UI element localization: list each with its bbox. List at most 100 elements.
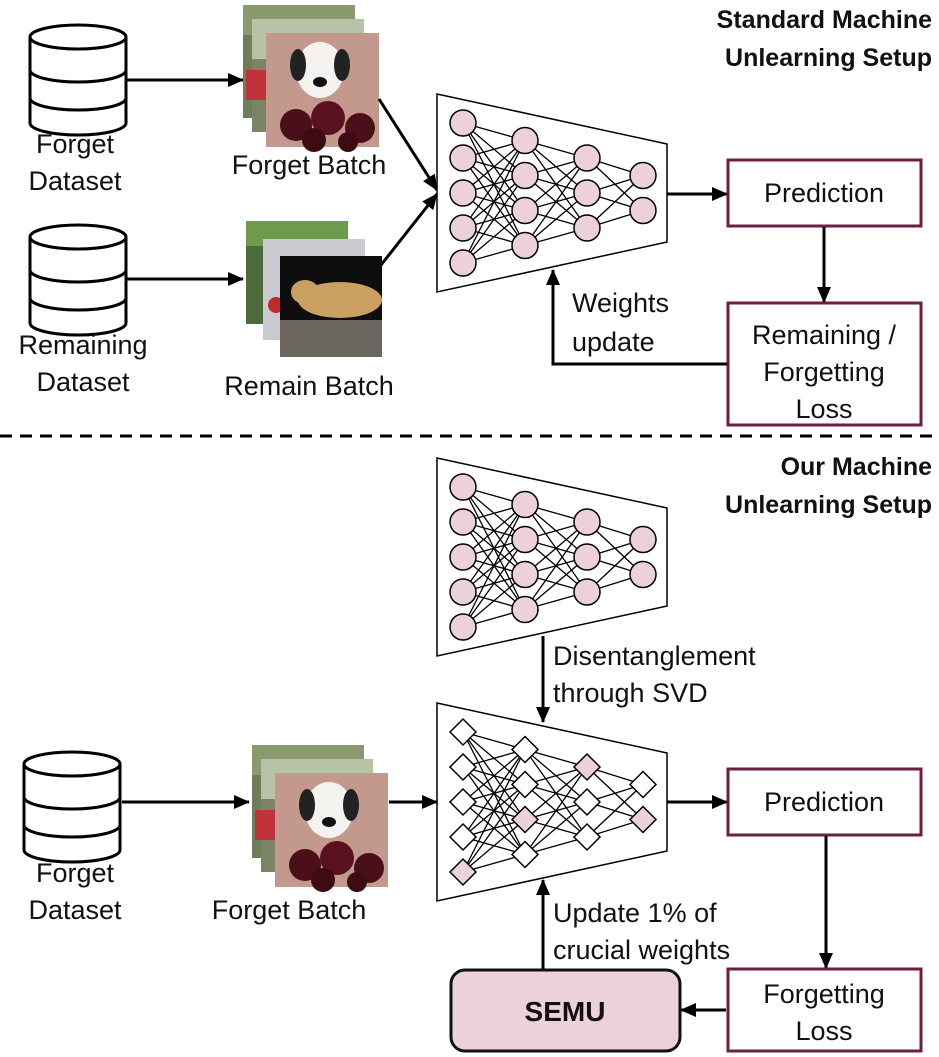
neuron (511, 560, 539, 589)
svd-neuron (510, 770, 540, 799)
svd-neuron (448, 717, 478, 747)
forget-dataset-label-line1: Forget (36, 129, 115, 159)
svd-neuron (510, 840, 540, 869)
neuron (629, 525, 657, 554)
remaining-dataset-label-line2: Dataset (36, 367, 130, 397)
prediction-box (726, 158, 923, 228)
neuron (511, 525, 539, 554)
neuron (511, 161, 539, 190)
neuron (573, 144, 601, 172)
loss-label-line1: Remaining / (752, 320, 897, 350)
standard-setup-section: Standard Machine Unlearning Setup Forget… (18, 5, 932, 427)
neuron (449, 214, 477, 242)
forgetting-loss-box (726, 967, 923, 1053)
loss-box (726, 301, 923, 427)
network-edge (462, 140, 526, 264)
weights-update-label-line1: Weights (572, 288, 669, 318)
neuron (629, 161, 657, 190)
svd-neuron (628, 770, 658, 799)
network-edge (524, 157, 588, 246)
remaining-dataset-icon (28, 223, 128, 337)
forget-dataset-bottom-label-line2: Dataset (28, 895, 122, 925)
remaining-dataset-label-line1: Remaining (18, 330, 147, 360)
neural-network-top (436, 93, 668, 293)
prediction-bottom-label: Prediction (764, 787, 884, 817)
weights-update-arrow (546, 269, 727, 366)
network-edge (462, 784, 526, 873)
forget-batch-bottom-label: Forget Batch (212, 895, 367, 925)
neuron (573, 214, 601, 242)
forget-dataset-icon (28, 23, 128, 137)
forget-batch-images (243, 5, 379, 152)
neuron (449, 249, 477, 277)
svd-label-line1: Disentanglement (553, 641, 756, 671)
neuron (449, 473, 477, 501)
network-edge (462, 539, 526, 628)
remain-batch-label: Remain Batch (224, 371, 394, 401)
our-setup-section: Our Machine Unlearning Setup Disentangle… (22, 453, 933, 1053)
svd-neuron (572, 752, 602, 782)
network-edge (524, 801, 588, 855)
forgetting-loss-label-line1: Forgetting (763, 979, 885, 1009)
forget-batch-images-bottom (252, 745, 388, 892)
network-edge (524, 766, 588, 855)
network-edge (462, 749, 526, 873)
neuron (449, 144, 477, 172)
neuron (573, 508, 601, 536)
our-setup-title-line2: Unlearning Setup (725, 491, 932, 519)
update-label-line1: Update 1% of (553, 898, 717, 928)
neuron (573, 543, 601, 571)
svd-neuron (448, 822, 478, 852)
neuron (511, 490, 539, 519)
weights-update-label-line2: update (572, 327, 655, 357)
remain-batch-arrow (379, 193, 439, 266)
remain-batch-images (246, 221, 382, 357)
network-edge (462, 749, 526, 838)
network-trapezoid (436, 93, 668, 293)
svd-label-line2: through SVD (553, 678, 708, 708)
neuron (511, 126, 539, 155)
neuron (511, 595, 539, 624)
svd-neuron (510, 805, 540, 834)
neuron (449, 508, 477, 536)
network-edge (462, 504, 526, 593)
svd-neuron (448, 857, 478, 887)
update-label-line2: crucial weights (553, 935, 730, 965)
svd-neuron (572, 822, 602, 852)
svd-neuron (572, 787, 602, 817)
neural-network-svd (436, 702, 668, 902)
neuron (511, 231, 539, 260)
forget-dataset-label-line2: Dataset (28, 166, 122, 196)
forget-batch-label: Forget Batch (232, 150, 387, 180)
standard-setup-title-line2: Unlearning Setup (725, 44, 932, 72)
network-edge (462, 140, 526, 229)
neuron (449, 543, 477, 571)
network-edge (462, 749, 526, 803)
network-trapezoid (436, 457, 668, 657)
prediction-label: Prediction (764, 178, 884, 208)
neuron (511, 196, 539, 225)
network-edge (462, 819, 526, 873)
svd-neuron (628, 805, 658, 834)
our-setup-title-line1: Our Machine (781, 453, 933, 481)
svd-neuron (448, 752, 478, 782)
prediction-box-bottom (726, 767, 923, 837)
network-trapezoid (436, 702, 668, 902)
loss-label-line3: Loss (795, 394, 852, 424)
neuron (449, 578, 477, 606)
neuron (629, 196, 657, 225)
neuron (449, 179, 477, 207)
neuron (629, 560, 657, 589)
semu-label: SEMU (525, 996, 606, 1027)
loss-label-line2: Forgetting (763, 357, 885, 387)
network-edge (524, 766, 588, 820)
semu-box (449, 968, 682, 1053)
neural-network-original (436, 457, 668, 657)
forget-dataset-bottom-label-line1: Forget (36, 858, 115, 888)
network-edge (524, 521, 588, 610)
neuron (449, 109, 477, 137)
neuron (449, 613, 477, 641)
network-edge (586, 784, 644, 838)
svd-neuron (448, 787, 478, 817)
